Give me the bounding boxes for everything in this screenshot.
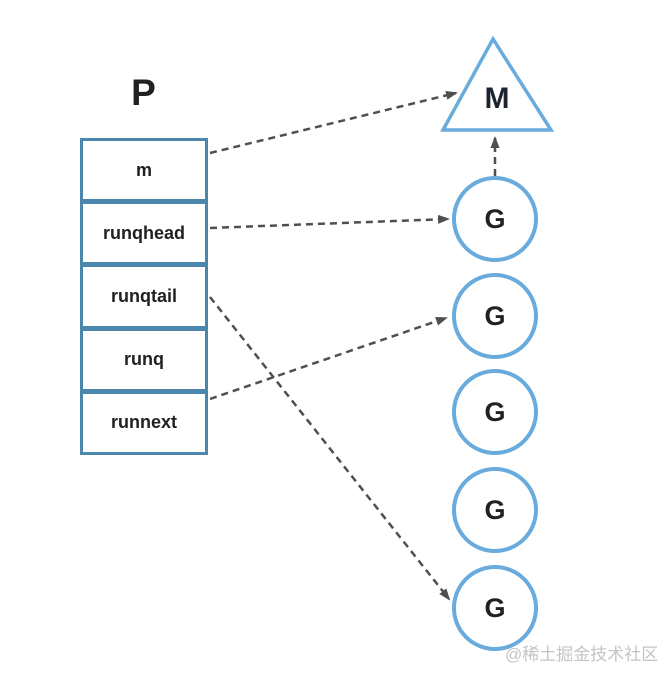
p-struct-title: P	[131, 72, 157, 113]
p-row-runqtail: runqtail	[83, 267, 205, 331]
m-triangle-label: M	[484, 82, 510, 115]
arrow-m-to-triangle	[209, 90, 458, 155]
g-circle-1: G	[452, 176, 538, 262]
p-row-m: m	[83, 141, 205, 205]
arrow-runnext-to-g2	[209, 316, 448, 401]
m-triangle	[438, 33, 556, 135]
g-circle-4-label: G	[484, 494, 506, 525]
g-circle-2-label: G	[484, 300, 506, 331]
p-row-runqhead-label: runqhead	[102, 222, 185, 243]
p-struct-table: m runqhead runqtail runq runnext	[80, 138, 208, 455]
p-row-runqtail-label: runqtail	[111, 286, 177, 306]
p-row-runq-label: runq	[124, 349, 164, 370]
g-circle-5-label: G	[484, 592, 506, 623]
p-row-m-label: m	[135, 159, 152, 180]
p-row-runqhead: runqhead	[83, 204, 205, 268]
g-circle-5: G	[452, 565, 538, 651]
watermark-text: @稀土掘金技术社区	[505, 645, 659, 664]
p-row-runnext: runnext	[83, 393, 205, 453]
arrow-runqtail-to-g5	[209, 296, 451, 601]
g-circle-2: G	[452, 273, 538, 359]
g-circle-3: G	[452, 369, 538, 455]
g-circle-4: G	[452, 467, 538, 553]
p-row-runnext-label: runnext	[110, 412, 177, 433]
p-row-runq: runq	[83, 330, 205, 394]
triangle-shape	[440, 35, 555, 132]
arrow-runqhead-to-g1	[209, 214, 450, 230]
g-circle-1-label: G	[484, 203, 506, 234]
g-circle-3-label: G	[484, 396, 506, 427]
